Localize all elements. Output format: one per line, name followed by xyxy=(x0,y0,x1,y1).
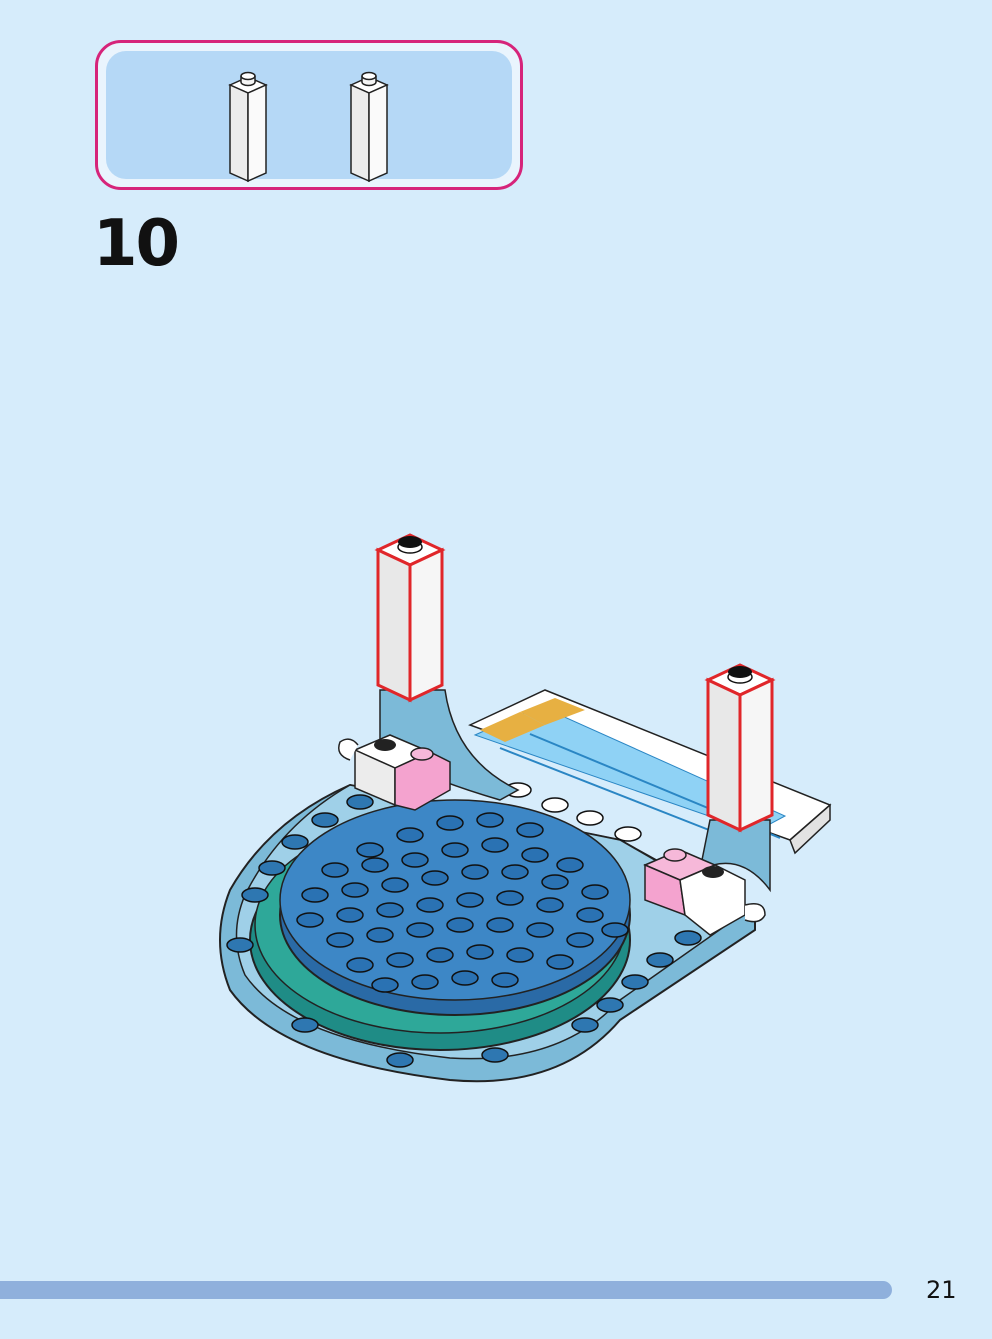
parts-callout-box xyxy=(95,40,523,190)
parts-callout-inner xyxy=(106,51,512,183)
right-bracket xyxy=(643,819,771,936)
page-number: 21 xyxy=(926,1276,957,1304)
round-plate-studs xyxy=(296,812,629,993)
page-progress-bar xyxy=(0,1281,892,1299)
left-white-column-highlighted xyxy=(374,533,446,703)
base-plate-studs xyxy=(226,794,702,1068)
step-number: 10 xyxy=(93,207,180,281)
model-illustration xyxy=(219,533,832,1083)
right-white-column-highlighted xyxy=(704,663,776,833)
white-column-brick-icon xyxy=(228,71,268,183)
white-column-brick-icon xyxy=(349,71,389,183)
left-bracket xyxy=(338,689,520,811)
